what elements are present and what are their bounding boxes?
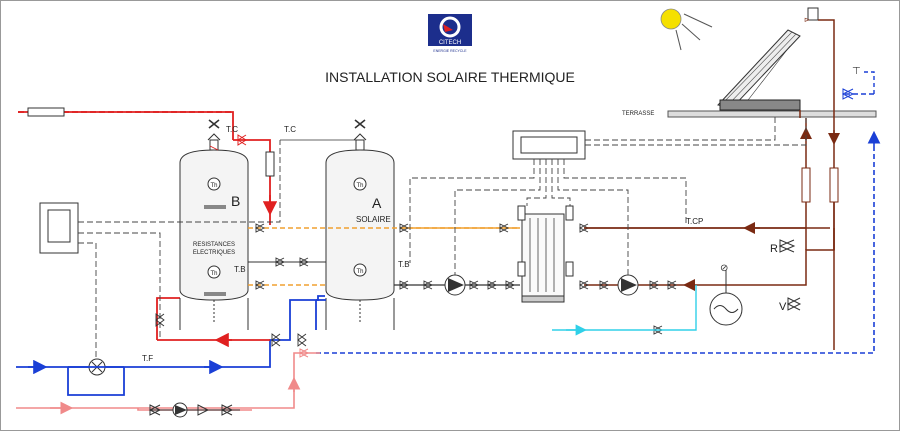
terrasse-label: TERRASSE	[622, 111, 654, 117]
resistances-label: RESISTANCES	[193, 242, 235, 248]
solar-controller-screen	[520, 136, 578, 154]
tank-b-label: B	[231, 193, 240, 209]
recirculation-pump-group	[148, 402, 240, 418]
tank-a-bottom-thermostat	[353, 263, 367, 277]
solar-collector	[717, 7, 819, 111]
tank-a	[325, 139, 395, 330]
pink-recirculation	[16, 352, 320, 411]
tank-a-label: A	[372, 195, 382, 211]
exchanger-gauge-top-right	[565, 205, 574, 221]
diagram-title: INSTALLATION SOLAIRE THERMIQUE	[325, 69, 575, 85]
v-valve-icon	[786, 297, 802, 311]
r-valve-icon	[778, 239, 796, 253]
logo-subtext: ENERGIE RECYCLE	[433, 49, 467, 53]
tank-b-top-thermostat	[207, 177, 221, 191]
hot-water-flowmeter	[265, 151, 275, 177]
v-label: V	[779, 301, 787, 313]
logo-text: CITECH	[439, 40, 461, 46]
terrace-slab	[667, 110, 877, 118]
expansion-gauge-icon: ⊘	[720, 263, 728, 274]
tf-label: T.F	[142, 354, 153, 363]
tap-icon: ⊤	[852, 66, 861, 77]
cold-water-main	[16, 295, 325, 396]
tank-b-lower-heater	[204, 292, 226, 296]
blue-dashed-return	[316, 138, 875, 354]
tank-b-bottom-th: Th	[210, 271, 217, 277]
solar-flowmeter-left	[801, 167, 811, 203]
primary-loop-valves	[578, 223, 678, 335]
tank-b-top-th: Th	[210, 183, 217, 189]
cyan-fill-line	[552, 285, 697, 331]
tank-a-bottom-th: Th	[356, 269, 363, 275]
solar-loop	[584, 19, 835, 350]
tank-link-valves	[155, 145, 516, 347]
tc-left-label: T.C	[226, 125, 238, 134]
tank-b-upper-heater	[204, 205, 226, 209]
tank-b-bottom-thermostat	[207, 265, 221, 279]
solar-flowmeter-right	[829, 167, 839, 203]
tcp-label: T.CP	[686, 217, 703, 226]
r-label: R	[770, 243, 778, 255]
solar-expansion-icon: ⊳	[804, 17, 810, 24]
collector-inlet-valve-icon	[841, 88, 855, 100]
exchanger-gauge-top-left	[517, 205, 526, 221]
electriques-label: ELECTRIQUES	[193, 250, 235, 256]
hot-water-meter	[27, 107, 65, 117]
tank-a-top-thermostat	[353, 177, 367, 191]
expansion-vessel-wave	[713, 305, 739, 313]
exchanger-gauge-bottom-right	[565, 261, 574, 277]
sun-icon	[660, 8, 713, 51]
tc-valve-icon	[237, 134, 247, 146]
pink-valve-icon	[298, 348, 310, 358]
solaire-label: SOLAIRE	[356, 215, 391, 224]
exchanger-gauge-bottom-left	[517, 261, 526, 277]
tank-b-vent-icon	[208, 119, 220, 129]
heat-exchanger	[521, 213, 565, 303]
control-signal-wires	[78, 115, 807, 360]
citech-logo: CITECH ENERGIE RECYCLE	[428, 14, 472, 53]
tc-right-label: T.C	[284, 125, 296, 134]
tank-a-top-th: Th	[356, 183, 363, 189]
tank-a-vent-icon	[354, 119, 366, 129]
tb-left-label: T.B	[234, 265, 246, 274]
tank-b	[179, 139, 249, 330]
tb-right-label: T.B	[398, 260, 410, 269]
heater-controller-screen	[47, 209, 71, 243]
